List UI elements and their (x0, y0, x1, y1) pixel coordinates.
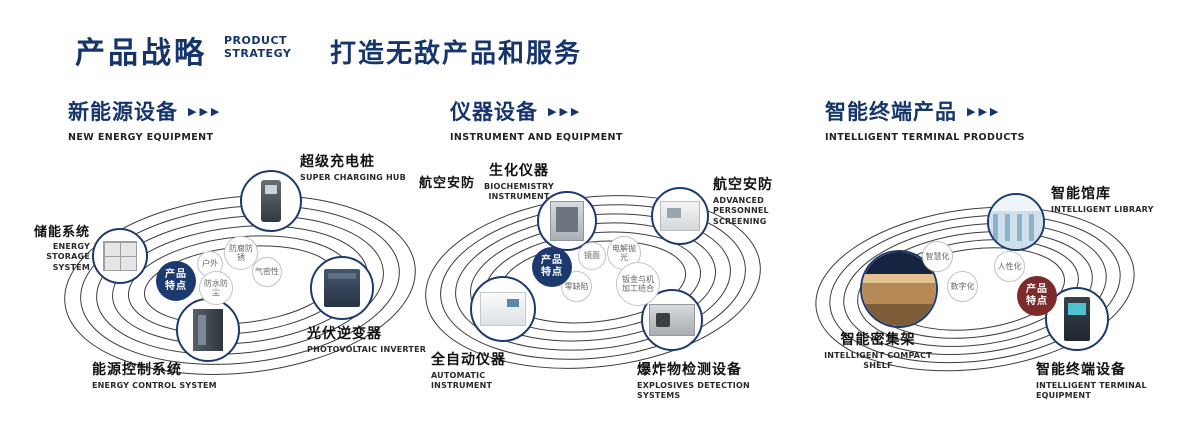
product-features-line1: 产品 (1026, 283, 1048, 295)
section-title: 智能终端产品 (825, 100, 957, 124)
triple-arrow-icon: ▶▶▶ (967, 104, 1002, 118)
intelligent-library-label: 智能馆库 INTELLIGENT LIBRARY (1051, 186, 1154, 214)
product-features-line1: 产品 (165, 268, 187, 280)
section-title-en: NEW ENERGY EQUIPMENT (68, 132, 214, 143)
control-cabinet-icon (193, 309, 223, 351)
super-charging-hub-node (240, 170, 302, 232)
compact-shelf-label: 智能密集架 INTELLIGENT COMPACT SHELF (824, 332, 932, 371)
energy-control-node (176, 298, 240, 362)
section-header-new-energy: 新能源设备 ▶▶▶ NEW ENERGY EQUIPMENT (68, 96, 222, 143)
automatic-analyzer-icon (480, 292, 526, 326)
inverter-cabinet-icon (324, 269, 360, 307)
page-title-en-line2: STRATEGY (224, 46, 292, 60)
intelligent-terminal-label: 智能终端设备 INTELLIGENT TERMINAL EQUIPMENT (1036, 362, 1147, 401)
section-title: 仪器设备 (450, 100, 538, 124)
biochemistry-instrument-label: 生化仪器 BIOCHEMISTRY INSTRUMENT (484, 163, 554, 202)
energy-storage-label: 储能系统 ENERGY STORAGE SYSTEM (33, 225, 90, 272)
section-title-en: INTELLIGENT TERMINAL PRODUCTS (825, 132, 1025, 143)
feature-bubble: 智慧化 (922, 241, 953, 272)
feature-bubble: 镜面 (578, 242, 606, 270)
energy-storage-cabinet-icon (103, 241, 137, 271)
automatic-instrument-node (470, 276, 536, 342)
feature-bubble: 数字化 (947, 271, 978, 302)
section-header-instruments: 仪器设备 ▶▶▶ INSTRUMENT AND EQUIPMENT (450, 96, 623, 143)
photovoltaic-inverter-node (310, 256, 374, 320)
page-title-en: PRODUCT STRATEGY (224, 34, 292, 60)
feature-bubble: 钣金与机加工结合 (616, 262, 660, 306)
energy-control-label: 能源控制系统 ENERGY CONTROL SYSTEM (92, 362, 217, 390)
feature-bubble: 人性化 (994, 251, 1025, 282)
triple-arrow-icon: ▶▶▶ (548, 104, 583, 118)
page-subtitle: 打造无敌产品和服务 (330, 39, 583, 69)
personnel-screening-label: 航空安防 ADVANCED PERSONNEL SCREENING (713, 177, 773, 226)
biochemistry-instrument-node (537, 191, 597, 251)
explosives-detection-label: 爆炸物检测设备 EXPLOSIVES DETECTION SYSTEMS (637, 362, 750, 401)
product-features-line1: 产品 (541, 254, 563, 266)
smart-library-room-icon (989, 195, 1043, 249)
triple-arrow-icon: ▶▶▶ (188, 104, 223, 118)
explosives-detector-icon (649, 304, 695, 336)
automatic-instrument-label: 全自动仪器 AUTOMATIC INSTRUMENT (431, 352, 506, 391)
charging-pile-icon (261, 180, 281, 222)
explosives-detection-node (641, 289, 703, 351)
screening-machine-icon (660, 201, 700, 231)
product-features-badge: 产品 特点 (532, 247, 572, 287)
product-features-badge: 产品 特点 (1017, 276, 1057, 316)
product-features-line2: 特点 (165, 281, 187, 292)
feature-bubble: 气密性 (252, 257, 282, 287)
feature-bubble: 防水防尘 (199, 271, 233, 305)
terminal-kiosk-icon (1064, 297, 1090, 341)
photovoltaic-inverter-label: 光伏逆变器 PHOTOVOLTAIC INVERTER (307, 326, 427, 354)
section-title-en: INSTRUMENT AND EQUIPMENT (450, 132, 623, 143)
product-features-line2: 特点 (541, 267, 563, 278)
biochemistry-cabinet-icon (550, 201, 584, 241)
energy-storage-node (92, 228, 148, 284)
super-charging-hub-label: 超级充电桩 SUPER CHARGING HUB (300, 154, 406, 182)
section-header-intelligent-terminal: 智能终端产品 ▶▶▶ INTELLIGENT TERMINAL PRODUCTS (825, 96, 1025, 143)
intelligent-library-node (987, 193, 1045, 251)
product-features-line2: 特点 (1026, 296, 1048, 307)
page-title-en-line1: PRODUCT (224, 34, 288, 47)
aviation-security-label: 航空安防 (419, 176, 476, 191)
section-title: 新能源设备 (68, 100, 178, 124)
personnel-screening-node (651, 187, 709, 245)
product-features-badge: 产品 特点 (156, 261, 196, 301)
feature-bubble: 防腐防锈 (224, 236, 258, 270)
page-title: 产品战略 (75, 36, 207, 71)
